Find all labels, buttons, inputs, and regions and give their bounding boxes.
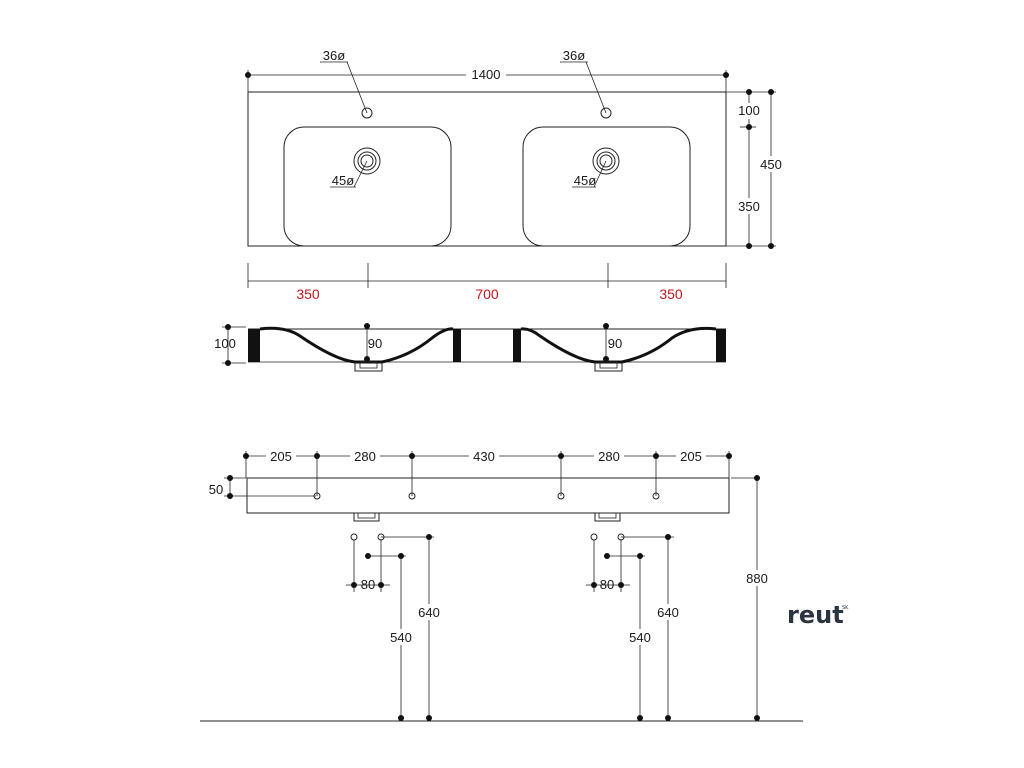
split-right-label: 350 bbox=[659, 286, 683, 302]
basin-outline bbox=[247, 91, 727, 247]
rim-offset-label: 100 bbox=[738, 103, 760, 118]
segment-label-5: 205 bbox=[680, 449, 702, 464]
left-tap-hole bbox=[361, 107, 373, 119]
brand-logo: reut SK bbox=[787, 601, 849, 629]
left-bowl bbox=[283, 126, 452, 247]
left-h2-label: 640 bbox=[418, 605, 440, 620]
fixing-hole bbox=[557, 492, 565, 500]
segment-label-1: 205 bbox=[270, 449, 292, 464]
segment-label-2: 280 bbox=[354, 449, 376, 464]
section-height-label: 100 bbox=[214, 336, 236, 351]
fixing-hole bbox=[652, 492, 660, 500]
left-h1-label: 540 bbox=[390, 630, 412, 645]
left-spacing-label: 80 bbox=[361, 577, 375, 592]
right-bowl-depth-label: 90 bbox=[608, 336, 622, 351]
right-end-block bbox=[716, 329, 726, 362]
left-end-block bbox=[248, 329, 260, 362]
right-tap-hole bbox=[600, 107, 612, 119]
center-block-left bbox=[453, 329, 461, 362]
install-height-label: 880 bbox=[746, 571, 768, 586]
front-view: 205 280 430 280 205 50 880 bbox=[200, 448, 803, 722]
left-bowl-section bbox=[259, 326, 454, 364]
right-tap-hole-label: 36ø bbox=[563, 48, 585, 63]
right-h2-label: 640 bbox=[657, 605, 679, 620]
segment-label-3: 430 bbox=[473, 449, 495, 464]
left-drain-label: 45ø bbox=[332, 173, 354, 188]
center-block-right bbox=[513, 329, 521, 362]
overall-width-label: 1400 bbox=[472, 67, 501, 82]
right-spacing-label: 80 bbox=[600, 577, 614, 592]
left-tap-hole-label: 36ø bbox=[323, 48, 345, 63]
segment-label-4: 280 bbox=[598, 449, 620, 464]
fixing-hole bbox=[408, 492, 416, 500]
hole-height-label: 50 bbox=[209, 482, 223, 497]
split-mid-label: 700 bbox=[475, 286, 499, 302]
basin-front bbox=[246, 477, 730, 514]
right-h1-label: 540 bbox=[629, 630, 651, 645]
section-view: 100 90 90 bbox=[214, 323, 726, 372]
right-supply-group: 80 540 640 bbox=[586, 533, 681, 721]
left-bowl-depth-label: 90 bbox=[368, 336, 382, 351]
right-drain bbox=[592, 147, 620, 175]
left-supply-group: 80 540 640 bbox=[346, 533, 442, 721]
top-view: 1400 36ø 36ø 45ø 45ø bbox=[245, 48, 784, 302]
right-drain-label: 45ø bbox=[574, 173, 596, 188]
left-drain bbox=[353, 147, 381, 175]
logo-suffix: SK bbox=[842, 605, 849, 611]
bowl-depth-label: 350 bbox=[738, 199, 760, 214]
right-bowl bbox=[522, 126, 691, 247]
depth-total-label: 450 bbox=[760, 157, 782, 172]
split-left-label: 350 bbox=[296, 286, 320, 302]
logo-text: reut bbox=[787, 601, 844, 629]
